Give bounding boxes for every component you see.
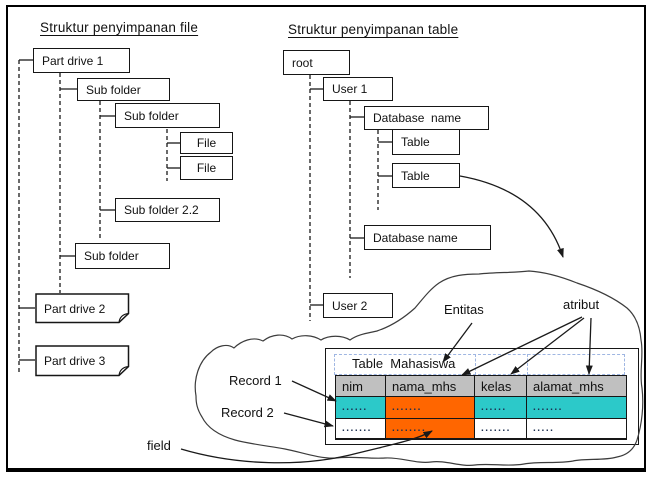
node-file-1: File bbox=[180, 132, 233, 154]
file-tree-title: Struktur penyimpanan file bbox=[40, 20, 199, 35]
node-part-drive-2: Part drive 2 bbox=[35, 293, 130, 324]
record-2-label: Record 2 bbox=[221, 405, 274, 420]
field-label: field bbox=[147, 438, 171, 453]
outer-frame bbox=[6, 5, 646, 472]
node-part-drive-1: Part drive 1 bbox=[33, 48, 130, 73]
record-1-label: Record 1 bbox=[229, 373, 282, 388]
node-part-drive-3: Part drive 3 bbox=[35, 345, 130, 377]
table-title-dashed-separator bbox=[527, 354, 528, 375]
node-table-2: Table bbox=[392, 163, 460, 188]
record1-cell-kelas: ...... bbox=[475, 397, 527, 419]
column-header-kelas: kelas bbox=[475, 376, 527, 397]
node-database-name-1: Database name bbox=[364, 106, 489, 130]
table-tree-title: Struktur penyimpanan table bbox=[288, 22, 459, 37]
node-user-1: User 1 bbox=[323, 77, 393, 101]
node-root: root bbox=[283, 50, 350, 75]
record2-cell-nim: ....... bbox=[336, 419, 386, 439]
node-table-1: Table bbox=[392, 129, 460, 155]
node-sub-folder-1: Sub folder bbox=[77, 78, 170, 101]
node-database-name-2: Database name bbox=[364, 225, 491, 250]
table-title: Table Mahasiswa bbox=[352, 356, 456, 371]
mahasiswa-table-container: Table Mahasiswa nim nama_mhs kelas alama… bbox=[325, 348, 639, 445]
table-title-dashed-separator bbox=[475, 354, 476, 375]
record2-cell-kelas: ....... bbox=[475, 419, 527, 439]
node-label: Part drive 2 bbox=[44, 301, 106, 316]
column-header-nama-mhs: nama_mhs bbox=[386, 376, 475, 397]
dog-ear-box-icon bbox=[35, 293, 130, 324]
node-user-2: User 2 bbox=[323, 293, 393, 318]
column-header-alamat-mhs: alamat_mhs bbox=[527, 376, 626, 397]
record1-cell-nim: ...... bbox=[336, 397, 386, 419]
node-file-2: File bbox=[180, 156, 233, 180]
atribut-label: atribut bbox=[563, 297, 600, 312]
record2-cell-nama-mhs-field: ........ bbox=[386, 419, 475, 439]
mahasiswa-table-grid: nim nama_mhs kelas alamat_mhs ...... ...… bbox=[335, 375, 627, 440]
dog-ear-box-icon bbox=[35, 345, 130, 377]
node-sub-folder-2-2: Sub folder 2.2 bbox=[115, 198, 220, 222]
entitas-label: Entitas bbox=[444, 302, 484, 317]
node-sub-folder-2: Sub folder bbox=[115, 103, 220, 128]
record1-cell-nama-mhs-field: ....... bbox=[386, 397, 475, 419]
record2-cell-alamat-mhs: ..... bbox=[527, 419, 626, 439]
column-header-nim: nim bbox=[336, 376, 386, 397]
record1-cell-alamat-mhs: ....... bbox=[527, 397, 626, 419]
node-label: Part drive 3 bbox=[44, 354, 106, 368]
node-sub-folder-3: Sub folder bbox=[75, 243, 170, 269]
